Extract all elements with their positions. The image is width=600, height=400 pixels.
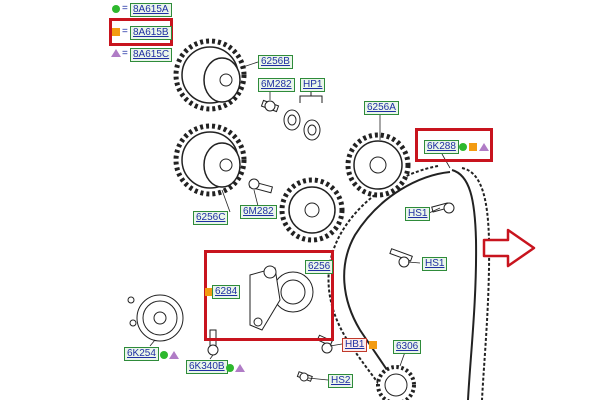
bolt-hs1-a — [431, 202, 455, 214]
part-label-6256c: 6256C — [193, 211, 229, 225]
part-label-6k340b: 6K340B — [186, 360, 228, 374]
marker-green-circle-icon — [160, 351, 168, 359]
leader-lines — [149, 61, 451, 381]
part-label-6256a: 6256A — [364, 101, 399, 115]
legend-equals: = — [122, 3, 128, 14]
marker-green-circle-icon — [226, 364, 234, 372]
legend-orange-square-icon — [112, 28, 120, 36]
part-label-hb1: HB1 — [342, 338, 368, 352]
marker-purple-triangle-icon — [479, 143, 489, 151]
legend-code-8a615b: 8A615B — [130, 26, 172, 40]
marker-orange-square-icon — [469, 143, 477, 151]
washer-hp1 — [283, 84, 323, 141]
part-label-6m282: 6M282 — [258, 78, 295, 92]
cam-pulley-upper — [173, 38, 247, 112]
bolt-6m282 — [260, 99, 280, 113]
part-label-hs2: HS2 — [328, 374, 354, 388]
part-label-6256b: 6256B — [258, 55, 293, 69]
legend-equals: = — [122, 48, 128, 59]
callout-6k288 — [415, 128, 493, 162]
legend-code-8a615a: 8A615A — [130, 3, 172, 17]
part-label-6m282-lower: 6M282 — [240, 205, 277, 219]
marker-purple-triangle-icon — [169, 351, 179, 359]
part-label-6256: 6256 — [305, 260, 334, 274]
marker-orange-square-icon — [369, 341, 377, 349]
pulley-6256a — [345, 132, 411, 198]
part-label-hs1-lower: HS1 — [422, 257, 448, 271]
bolt-hs1-b — [389, 248, 413, 268]
marker-purple-triangle-icon — [235, 364, 245, 372]
right-arrow-outline-icon — [482, 228, 536, 268]
part-label-6284: 6284 — [212, 285, 241, 299]
bolt-hs2 — [296, 371, 313, 382]
marker-green-circle-icon — [459, 143, 467, 151]
legend-code-8a615c: 8A615C — [130, 48, 173, 62]
idler-6k254 — [127, 294, 184, 342]
part-label-6306: 6306 — [393, 340, 422, 354]
legend-purple-triangle-icon — [111, 49, 121, 57]
part-label-6k254: 6K254 — [124, 347, 159, 361]
part-label-hp1: HP1 — [300, 78, 326, 92]
legend-equals: = — [122, 26, 128, 37]
pulley-6256 — [279, 177, 345, 243]
cam-pulley-lower — [173, 123, 247, 197]
bolt-6m282-lower — [248, 178, 274, 194]
crank-pulley-6306 — [376, 365, 416, 400]
tensioner-6284 — [249, 265, 314, 331]
part-label-hs1-upper: HS1 — [405, 207, 431, 221]
bolt-hb1 — [316, 334, 333, 354]
part-label-6k288: 6K288 — [424, 140, 459, 154]
timing-belt — [327, 165, 491, 400]
marker-orange-square-icon — [205, 288, 213, 296]
legend-green-circle-icon — [112, 5, 120, 13]
